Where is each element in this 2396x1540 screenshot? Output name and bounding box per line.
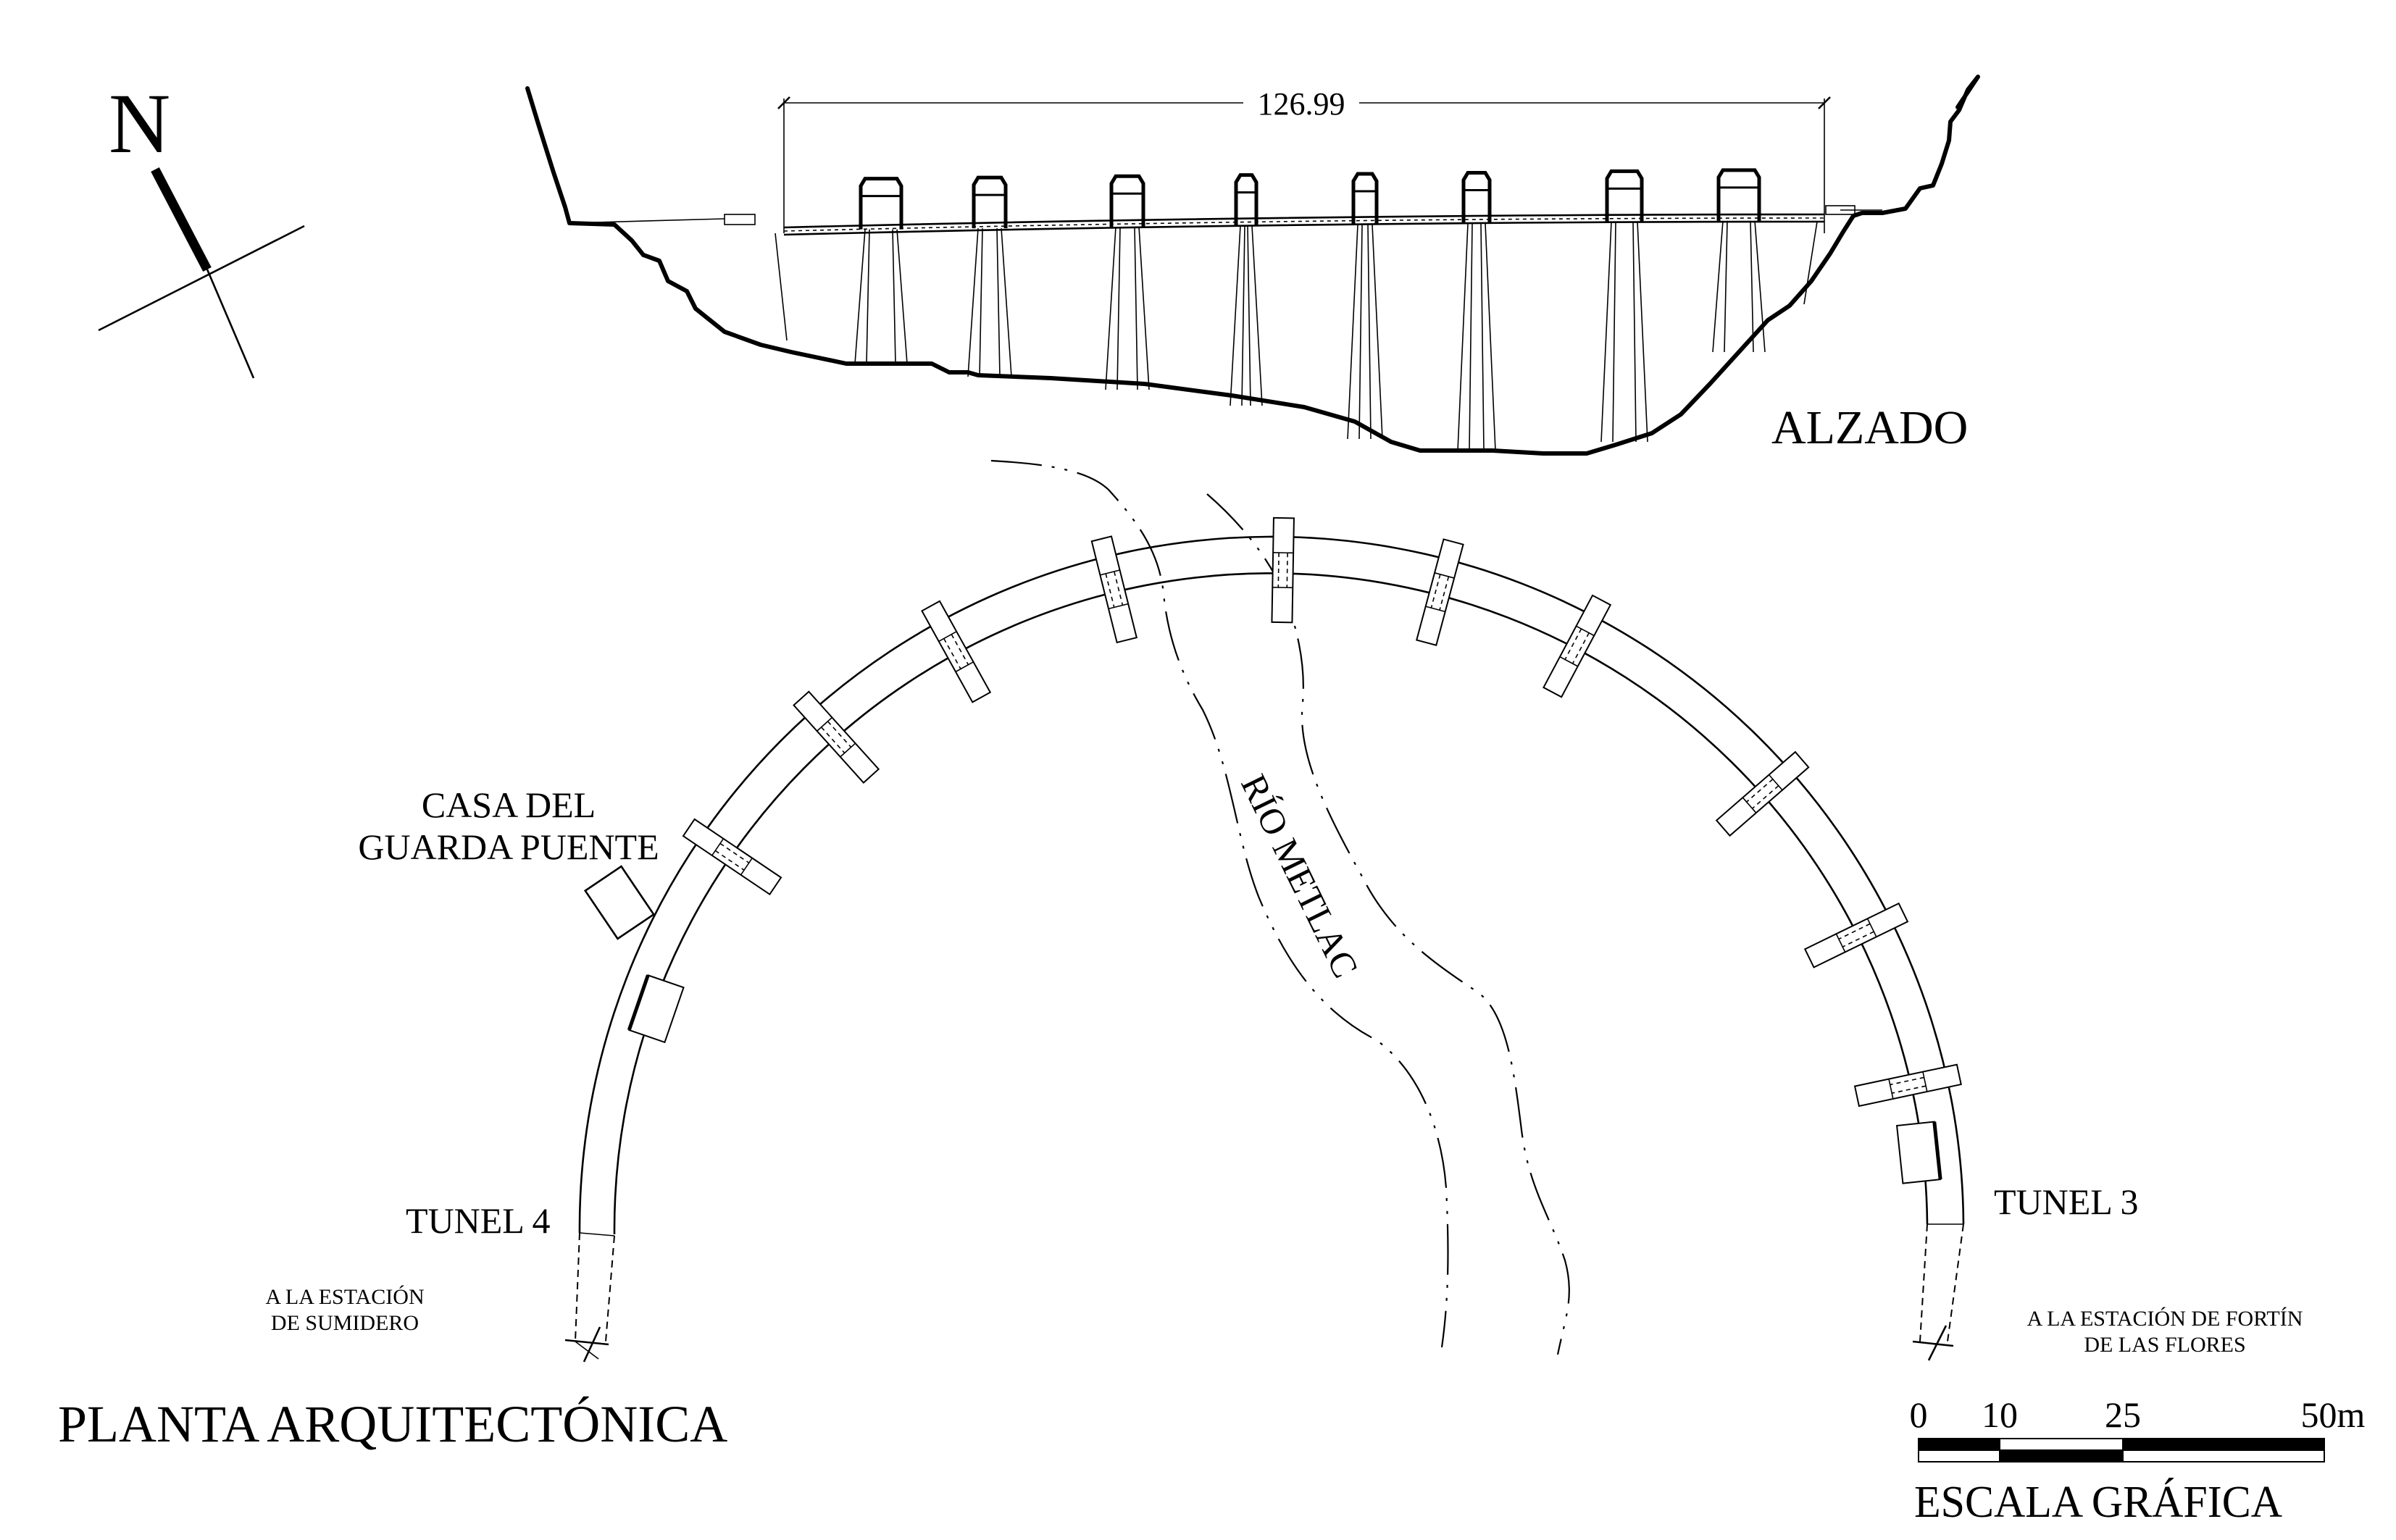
plan-pier-4 (1090, 535, 1138, 644)
pier-5 (1347, 172, 1383, 440)
pier-8 (1712, 168, 1766, 353)
scale-tick-50: 50m (2301, 1394, 2366, 1435)
tunnel-3-approach (1912, 1223, 1964, 1361)
plan-pier-6 (1416, 538, 1464, 646)
scale-tick-0: 0 (1910, 1394, 1928, 1435)
plan-view: RÍO METLAC CASA DEL GUARDA PUENTE TUNEL … (58, 459, 2303, 1453)
scale-segment-2b (1999, 1449, 2124, 1462)
plan-pier-9 (1803, 902, 1909, 968)
guard-house-footprint (583, 865, 656, 940)
destination-left-line2: DE SUMIDERO (271, 1311, 419, 1335)
elevation-view: 126.99 ALZADO (525, 75, 1980, 456)
north-arrow: N (98, 76, 305, 379)
destination-right-line2: DE LAS FLORES (2084, 1333, 2245, 1357)
plan-pier-8 (1715, 750, 1810, 837)
river-bank-left (990, 459, 1449, 1348)
north-arrow-label: N (109, 76, 170, 171)
plan-pier-1 (682, 818, 782, 896)
north-arrow-crossline (98, 225, 305, 332)
scale-segment-1b (1918, 1449, 2000, 1462)
pier-7 (1600, 169, 1648, 443)
tunnel-4-label: TUNEL 4 (406, 1200, 551, 1241)
plan-pier-2 (793, 690, 880, 784)
scale-segment-3 (2122, 1438, 2325, 1451)
elevation-title: ALZADO (1771, 401, 1968, 454)
scale-segment-3b (2122, 1449, 2325, 1462)
scale-segment-2 (1999, 1438, 2124, 1451)
span-dimension-value: 126.99 (1258, 86, 1345, 122)
scale-title: ESCALA GRÁFICA (1914, 1478, 2282, 1527)
scale-segment-1 (1918, 1438, 2000, 1451)
pier-3 (1105, 174, 1150, 390)
graphic-scale: 0 10 25 50m ESCALA GRÁFICA (1910, 1394, 2366, 1527)
span-dimension: 126.99 (777, 86, 1831, 233)
abutment-plan-right (1895, 1121, 1942, 1184)
guard-house-label-line1: CASA DEL (422, 784, 596, 825)
bridge-arc-inner (613, 572, 1929, 1235)
guard-house-label-line2: GUARDA PUENTE (358, 827, 659, 867)
bridge-piers (775, 168, 1818, 451)
plan-pier-10 (1853, 1063, 1962, 1108)
plan-pier-7 (1543, 594, 1612, 698)
pier-1 (854, 177, 908, 364)
bridge-deck (783, 213, 1825, 236)
plan-pier-3 (921, 600, 992, 703)
abutment-plan-left (627, 974, 685, 1044)
plan-pier-footings (627, 516, 1962, 1184)
destination-right-line1: A LA ESTACIÓN DE FORTÍN (2027, 1307, 2303, 1331)
north-arrow-pointer (151, 167, 212, 272)
north-arrow-axis (206, 269, 255, 379)
river-bank-right (1206, 493, 1570, 1355)
approach-left (569, 218, 725, 224)
bridge-arc-outer (578, 535, 1965, 1234)
pier-2 (967, 175, 1012, 377)
pier-4 (1230, 173, 1263, 406)
scale-tick-25: 25 (2105, 1394, 2141, 1435)
pier-6 (1457, 170, 1496, 451)
plan-pier-5 (1271, 516, 1295, 624)
terrain-profile (525, 75, 1980, 456)
scale-tick-10: 10 (1982, 1394, 2018, 1435)
river-label: RÍO METLAC (1233, 768, 1366, 984)
plan-title: PLANTA ARQUITECTÓNICA (58, 1395, 727, 1453)
tunnel-4-approach (564, 1232, 615, 1363)
abutment-right (1825, 205, 1856, 215)
abutment-left (724, 214, 756, 225)
tunnel-3-label: TUNEL 3 (1994, 1181, 2139, 1222)
destination-left-line1: A LA ESTACIÓN (265, 1285, 424, 1309)
